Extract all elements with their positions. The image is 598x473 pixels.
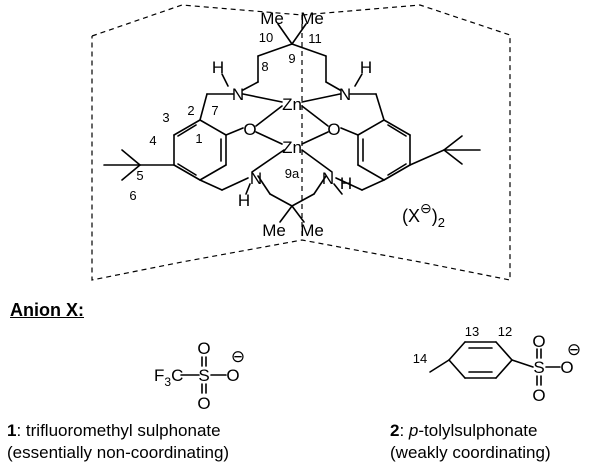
anion-2-oxygen-bottom-label: O bbox=[532, 386, 545, 405]
anion-2-charge-label: ⊖ bbox=[567, 340, 581, 359]
complex-bonds bbox=[103, 23, 481, 223]
anion-2-structure: 13 12 14 S O O O ⊖ bbox=[413, 324, 581, 405]
anion-heading: Anion X: bbox=[10, 300, 84, 320]
anion-1-name: : trifluoromethyl sulphonate bbox=[16, 421, 221, 440]
nitrogen-bottom-left-label: N bbox=[250, 169, 262, 188]
zinc-top-label: Zn bbox=[282, 95, 302, 114]
anion-1-number: 1 bbox=[7, 421, 17, 440]
nitrogen-bottom-right-label: N bbox=[322, 169, 334, 188]
anion-2-number: 2 bbox=[390, 421, 400, 440]
anion-2-sulfur-label: S bbox=[533, 358, 544, 377]
number-10: 10 bbox=[259, 30, 273, 45]
anion-1-oxygen-top-label: O bbox=[197, 339, 210, 358]
number-4: 4 bbox=[149, 133, 156, 148]
nitrogen-top-left-label: N bbox=[232, 85, 244, 104]
anion-1-caption: 1: trifluoromethyl sulphonate (essential… bbox=[7, 420, 229, 464]
anion-1-c-label: C bbox=[171, 366, 183, 385]
anion-1-f-label: F bbox=[154, 366, 164, 385]
anion-1-note: (essentially non-coordinating) bbox=[7, 443, 230, 462]
oxygen-right-label: O bbox=[327, 120, 340, 139]
anion-2-note: (weakly coordinating) bbox=[390, 443, 551, 462]
anion-2-number-13: 13 bbox=[465, 324, 479, 339]
counterion-charge: ⊖ bbox=[420, 200, 432, 216]
anion-2-number-14: 14 bbox=[413, 351, 427, 366]
nitrogen-top-right-label: N bbox=[339, 85, 351, 104]
counterion-label: (X⊖)2 bbox=[402, 200, 445, 230]
anion-1-oxygen-bottom-label: O bbox=[197, 394, 210, 413]
number-11: 11 bbox=[308, 31, 322, 46]
number-3: 3 bbox=[162, 110, 169, 125]
anion-2-name-italic: p bbox=[408, 421, 419, 440]
anion-1-structure: F3C S O O O ⊖ bbox=[154, 339, 245, 413]
anion-2-oxygen-minus-label: O bbox=[560, 358, 573, 377]
anion-2-number-12: 12 bbox=[498, 324, 512, 339]
hydrogen-bottom-right-label: H bbox=[340, 174, 352, 193]
methyl-bottom-left-label: Me bbox=[262, 221, 286, 240]
number-1: 1 bbox=[195, 131, 202, 146]
atom-numbering: 1 2 3 4 5 6 7 8 9 9a 10 11 bbox=[129, 30, 321, 203]
methyl-top-right-label: Me bbox=[300, 9, 324, 28]
number-2: 2 bbox=[187, 103, 194, 118]
zinc-bottom-label: Zn bbox=[282, 138, 302, 157]
number-8: 8 bbox=[261, 59, 268, 74]
anion-1-charge-label: ⊖ bbox=[231, 347, 245, 366]
number-6: 6 bbox=[129, 188, 136, 203]
number-7: 7 bbox=[211, 103, 218, 118]
anion-2-caption: 2: p-tolylsulphonate (weakly coordinatin… bbox=[390, 420, 551, 464]
methyl-bottom-right-label: Me bbox=[300, 221, 324, 240]
methyl-top-left-label: Me bbox=[260, 9, 284, 28]
anion-2-oxygen-top-label: O bbox=[532, 332, 545, 351]
oxygen-left-label: O bbox=[243, 120, 256, 139]
anion-2-name-prefix: : bbox=[399, 421, 409, 440]
anion-1-oxygen-minus-label: O bbox=[226, 366, 239, 385]
hydrogen-bottom-left-label: H bbox=[238, 191, 250, 210]
number-9: 9 bbox=[288, 51, 295, 66]
counterion-close: ) bbox=[432, 206, 438, 226]
complex-atom-labels: Zn Zn O O N N N N H H H H Me Me Me Me bbox=[212, 9, 372, 240]
hydrogen-top-right-label: H bbox=[360, 58, 372, 77]
anion-2-name-rest: -tolylsulphonate bbox=[418, 421, 538, 440]
svg-text:(X⊖)2: (X⊖)2 bbox=[402, 200, 445, 230]
number-5: 5 bbox=[136, 168, 143, 183]
anion-1-f-subscript: 3 bbox=[164, 375, 171, 389]
dashed-outline bbox=[91, 4, 511, 281]
svg-text:F3C: F3C bbox=[154, 366, 183, 389]
counterion-subscript: 2 bbox=[438, 215, 445, 230]
hydrogen-top-left-label: H bbox=[212, 58, 224, 77]
number-9a: 9a bbox=[285, 166, 300, 181]
anion-1-sulfur-label: S bbox=[198, 366, 209, 385]
counterion-open: (X bbox=[402, 206, 420, 226]
